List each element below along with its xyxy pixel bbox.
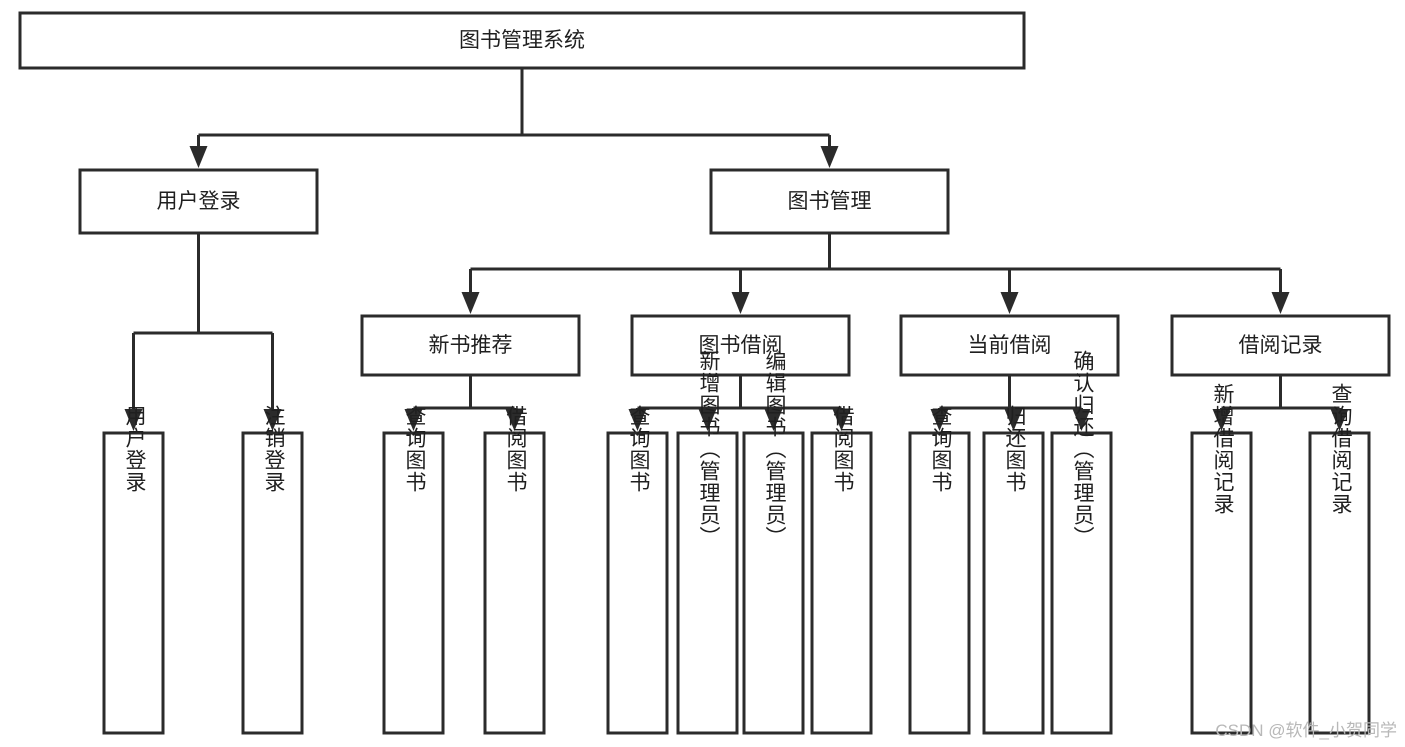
arrow-head-icon: [698, 409, 717, 431]
arrow-head-icon: [505, 409, 524, 431]
node-layer: 图书管理系统用户登录图书管理新书推荐图书借阅当前借阅借阅记录用户登录注销登录查询…: [18, 11, 1391, 735]
arrow-head-icon: [832, 409, 851, 431]
node-box-book-borrow[interactable]: [630, 314, 851, 377]
node-leaf-edit-book[interactable]: 编辑图书（管理员）: [742, 350, 805, 735]
arrow-head-icon: [404, 409, 423, 431]
node-box-leaf-borrow-book-bb[interactable]: [810, 431, 873, 735]
arrow-head-icon: [461, 292, 480, 314]
node-leaf-user-logout[interactable]: 注销登录: [241, 405, 304, 735]
node-box-book-manage[interactable]: [709, 168, 950, 235]
node-label-leaf-query-record: 查询借阅记录: [1329, 383, 1353, 515]
node-box-leaf-user-login[interactable]: [102, 431, 165, 735]
node-book-borrow[interactable]: 图书借阅: [630, 314, 851, 377]
node-label-book-manage: 图书管理: [788, 190, 872, 213]
node-leaf-add-book[interactable]: 新增图书（管理员）: [676, 350, 739, 735]
arrow-head-icon: [1004, 409, 1023, 431]
node-leaf-query-book-bb[interactable]: 查询图书: [606, 405, 669, 735]
node-leaf-return-book[interactable]: 归还图书: [982, 405, 1045, 735]
node-box-leaf-query-book-cb[interactable]: [908, 431, 971, 735]
node-label-leaf-return-book: 归还图书: [1003, 405, 1027, 493]
arrow-head-icon: [1212, 409, 1231, 431]
arrow-head-icon: [1072, 409, 1091, 431]
node-leaf-confirm-return[interactable]: 确认归还（管理员）: [1050, 350, 1113, 735]
node-borrow-record[interactable]: 借阅记录: [1170, 314, 1391, 377]
node-leaf-borrow-book-bb[interactable]: 借阅图书: [810, 405, 873, 735]
node-leaf-query-book-rec[interactable]: 查询图书: [382, 405, 445, 735]
node-label-leaf-confirm-return: 确认归还（管理员）: [1071, 350, 1095, 548]
node-box-leaf-borrow-book-rec[interactable]: [483, 431, 546, 735]
arrow-head-icon: [1000, 292, 1019, 314]
arrow-head-icon: [628, 409, 647, 431]
node-label-book-borrow: 图书借阅: [699, 334, 783, 357]
node-box-user-login[interactable]: [78, 168, 319, 235]
node-label-leaf-user-login: 用户登录: [123, 405, 147, 493]
node-label-leaf-edit-book: 编辑图书（管理员）: [763, 350, 787, 548]
node-box-leaf-query-book-bb[interactable]: [606, 431, 669, 735]
node-label-leaf-query-book-bb: 查询图书: [627, 405, 651, 493]
arrow-head-icon: [820, 146, 839, 168]
node-label-new-book-rec: 新书推荐: [429, 334, 513, 357]
node-leaf-query-record[interactable]: 查询借阅记录: [1308, 383, 1371, 735]
node-box-new-book-rec[interactable]: [360, 314, 581, 377]
node-root[interactable]: 图书管理系统: [18, 11, 1026, 70]
node-label-leaf-query-book-cb: 查询图书: [929, 405, 953, 493]
node-box-leaf-return-book[interactable]: [982, 431, 1045, 735]
node-book-manage[interactable]: 图书管理: [709, 168, 950, 235]
arrow-head-icon: [930, 409, 949, 431]
node-box-borrow-record[interactable]: [1170, 314, 1391, 377]
arrow-head-icon: [1271, 292, 1290, 314]
node-leaf-user-login[interactable]: 用户登录: [102, 405, 165, 735]
node-leaf-borrow-book-rec[interactable]: 借阅图书: [483, 405, 546, 735]
node-leaf-query-book-cb[interactable]: 查询图书: [908, 405, 971, 735]
node-current-borrow[interactable]: 当前借阅: [899, 314, 1120, 377]
node-label-leaf-add-book: 新增图书（管理员）: [697, 350, 721, 548]
node-box-leaf-query-book-rec[interactable]: [382, 431, 445, 735]
node-box-leaf-add-record[interactable]: [1190, 431, 1253, 735]
arrow-head-icon: [124, 409, 143, 431]
node-user-login[interactable]: 用户登录: [78, 168, 319, 235]
node-label-leaf-borrow-book-bb: 借阅图书: [831, 405, 855, 493]
node-label-current-borrow: 当前借阅: [968, 334, 1052, 357]
node-label-leaf-user-logout: 注销登录: [262, 405, 286, 493]
arrow-head-icon: [731, 292, 750, 314]
node-box-current-borrow[interactable]: [899, 314, 1120, 377]
node-label-leaf-query-book-rec: 查询图书: [403, 405, 427, 493]
node-box-leaf-confirm-return[interactable]: [1050, 431, 1113, 735]
node-label-root: 图书管理系统: [459, 29, 585, 52]
node-box-leaf-query-record[interactable]: [1308, 431, 1371, 735]
node-box-leaf-add-book[interactable]: [676, 431, 739, 735]
node-label-leaf-add-record: 新增借阅记录: [1211, 383, 1235, 515]
arrow-head-icon: [189, 146, 208, 168]
edge-layer: [124, 68, 1349, 431]
node-new-book-rec[interactable]: 新书推荐: [360, 314, 581, 377]
node-label-leaf-borrow-book-rec: 借阅图书: [504, 405, 528, 493]
node-label-user-login: 用户登录: [157, 190, 241, 213]
arrow-head-icon: [764, 409, 783, 431]
node-leaf-add-record[interactable]: 新增借阅记录: [1190, 383, 1253, 735]
arrow-head-icon: [263, 409, 282, 431]
arrow-head-icon: [1330, 409, 1349, 431]
node-label-borrow-record: 借阅记录: [1239, 334, 1323, 357]
node-box-root[interactable]: [18, 11, 1026, 70]
node-box-leaf-edit-book[interactable]: [742, 431, 805, 735]
node-box-leaf-user-logout[interactable]: [241, 431, 304, 735]
